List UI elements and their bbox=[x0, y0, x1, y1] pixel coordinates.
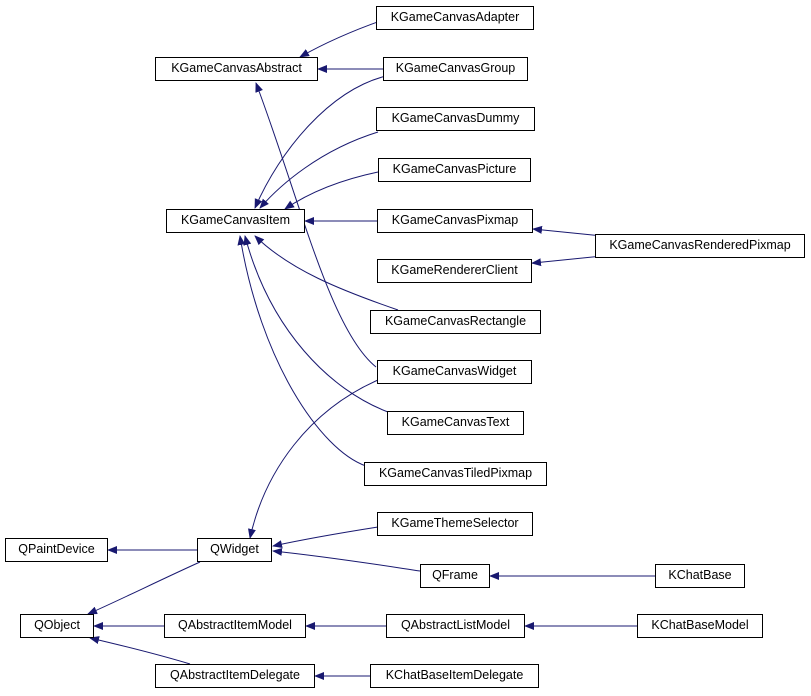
edge-qabstractitemdelegate-to-qobject bbox=[89, 636, 191, 665]
edge-tiled-pixmap-to-item bbox=[237, 235, 367, 467]
node-kgamecanvastiledpixmap[interactable]: KGameCanvasTiledPixmap bbox=[364, 462, 547, 486]
node-kgamecanvaspixmap[interactable]: KGameCanvasPixmap bbox=[377, 209, 533, 233]
edge-widget-canvas-to-abstract bbox=[255, 82, 377, 368]
node-qobject[interactable]: QObject bbox=[20, 614, 94, 638]
node-kchatbasemodel[interactable]: KChatBaseModel bbox=[637, 614, 763, 638]
edge-theme-selector-to-qwidget bbox=[272, 526, 379, 549]
edge-layer bbox=[87, 18, 655, 680]
edge-widget-canvas-to-qwidget bbox=[248, 379, 379, 539]
node-kgamecanvasadapter[interactable]: KGameCanvasAdapter bbox=[376, 6, 534, 30]
edge-text-to-item bbox=[243, 235, 389, 413]
node-kgamecanvasitem[interactable]: KGameCanvasItem bbox=[166, 209, 305, 233]
node-kgamecanvastext[interactable]: KGameCanvasText bbox=[387, 411, 524, 435]
node-kgamecanvasabstract[interactable]: KGameCanvasAbstract bbox=[155, 57, 318, 81]
node-qabstractitemdelegate[interactable]: QAbstractItemDelegate bbox=[155, 664, 315, 688]
node-kgamecanvasrectangle[interactable]: KGameCanvasRectangle bbox=[370, 310, 541, 334]
node-qframe[interactable]: QFrame bbox=[420, 564, 490, 588]
node-qwidget[interactable]: QWidget bbox=[197, 538, 272, 562]
edge-picture-to-item bbox=[284, 171, 379, 210]
edge-rectangle-to-item bbox=[254, 235, 399, 311]
node-kgamecanvasdummy[interactable]: KGameCanvasDummy bbox=[376, 107, 535, 131]
node-qpaintdevice[interactable]: QPaintDevice bbox=[5, 538, 108, 562]
edge-group-to-item bbox=[254, 75, 387, 209]
edge-dummy-to-item bbox=[259, 131, 379, 209]
node-qabstractitemmodel[interactable]: QAbstractItemModel bbox=[164, 614, 306, 638]
edge-rendered-pixmap-to-renderer-client bbox=[531, 256, 596, 267]
node-kgamethemeselector[interactable]: KGameThemeSelector bbox=[377, 512, 533, 536]
node-kgamecanvaswidget[interactable]: KGameCanvasWidget bbox=[377, 360, 532, 384]
edge-rendered-pixmap-to-pixmap bbox=[532, 225, 596, 236]
node-kgamerendererclient[interactable]: KGameRendererClient bbox=[377, 259, 532, 283]
node-kgamecanvasrenderedpixmap[interactable]: KGameCanvasRenderedPixmap bbox=[595, 234, 805, 258]
edge-qwidget-to-qobject bbox=[87, 561, 201, 615]
edge-adapter-to-abstract bbox=[299, 18, 387, 58]
edge-qframe-to-qwidget bbox=[272, 547, 421, 572]
node-kgamecanvaspicture[interactable]: KGameCanvasPicture bbox=[378, 158, 531, 182]
node-qabstractlistmodel[interactable]: QAbstractListModel bbox=[386, 614, 525, 638]
node-kchatbaseitemdelegate[interactable]: KChatBaseItemDelegate bbox=[370, 664, 539, 688]
node-kchatbase[interactable]: KChatBase bbox=[655, 564, 745, 588]
node-kgamecanvasgroup[interactable]: KGameCanvasGroup bbox=[383, 57, 528, 81]
